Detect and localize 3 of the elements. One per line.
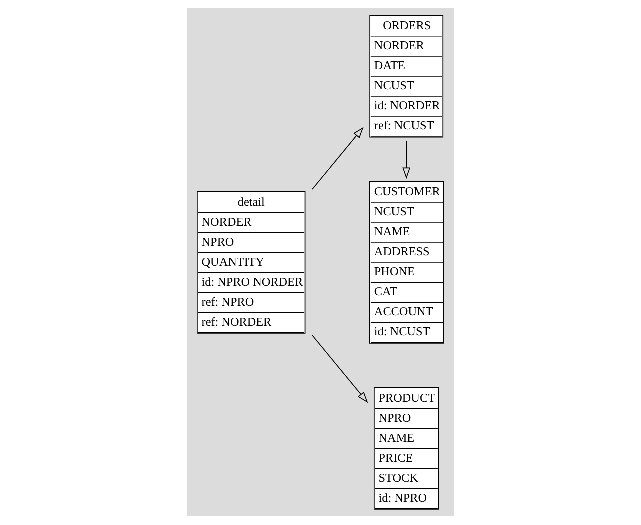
- arrow: [402, 140, 411, 180]
- arrow: [312, 127, 364, 190]
- arrow: [312, 335, 368, 404]
